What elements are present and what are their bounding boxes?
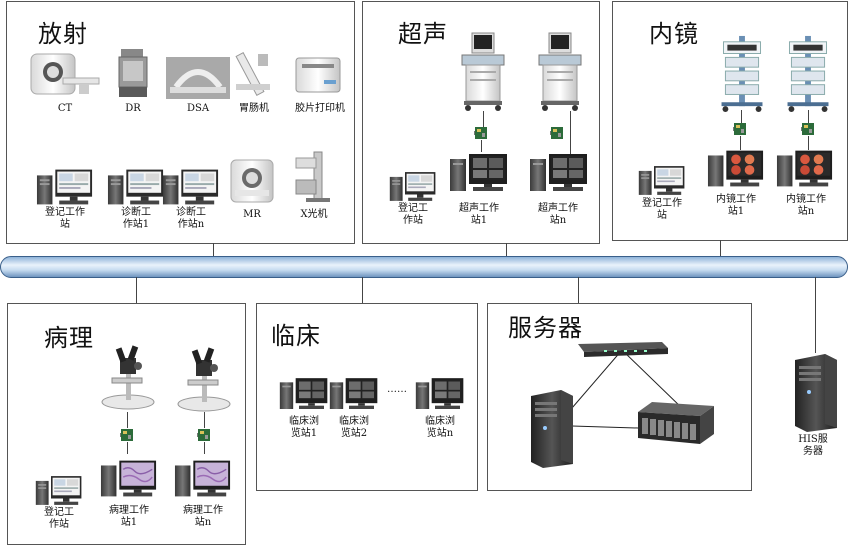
endoscope-cart-n-icon (783, 34, 833, 112)
endoscopy-capture-card-n-icon (801, 122, 815, 136)
gastrointestinal-machine-icon (235, 52, 270, 96)
ct-scanner-icon (30, 53, 100, 95)
endoscopy-workstation-n-icon (776, 148, 834, 190)
clinical-title: 临床 (271, 322, 321, 350)
ultrasound-register-label: 登记工 作站 (398, 203, 428, 226)
clinical-ellipsis: …… (387, 384, 407, 395)
ct-label: CT (57, 103, 73, 114)
pathology-title: 病理 (44, 324, 94, 352)
endoscope-cart-1-icon (717, 34, 767, 112)
mr-scanner-icon (230, 159, 274, 203)
ultrasound-register-workstation-icon (389, 170, 437, 203)
pathology-register-label: 登记工 作站 (44, 507, 74, 530)
ultrasound-capture-card-n-icon (550, 126, 564, 140)
clinical-browser-1-icon (279, 376, 329, 412)
pathology-register-workstation-icon (35, 474, 83, 507)
endoscopy-register-workstation-icon (638, 164, 686, 197)
xray-label: X光机 (300, 209, 328, 220)
pathology-workstation-n-label: 病理工作 站n (183, 505, 223, 528)
dsa-label: DSA (186, 103, 210, 114)
radiology-panel: 放射 CT DR DSA 胃肠机 胶片打印机 登记工作 站 诊断工 作站1 诊断… (6, 1, 355, 244)
endoscopy-title: 内镜 (649, 20, 699, 48)
clinical-browser-1-label: 临床浏 览站1 (289, 416, 319, 439)
ultrasound-workstation-n-icon (529, 152, 589, 194)
database-server-icon (524, 388, 576, 468)
dr-machine-icon (118, 49, 148, 97)
ultrasound-workstation-1-label: 超声工作 站1 (459, 203, 499, 226)
gastrointestinal-label: 胃肠机 (239, 103, 269, 114)
clinical-browser-2-icon (329, 376, 379, 412)
clinical-browser-2-label: 临床浏 览站2 (339, 416, 369, 439)
clinical-browser-n-icon (415, 376, 465, 412)
endoscopy-panel: 内镜 登记工作 站 内镜工作 站1 内镜工作 站n (612, 1, 848, 241)
server-title: 服务器 (508, 314, 583, 342)
diagnosis-workstation-1-icon (107, 167, 165, 207)
microscope-n-icon (174, 344, 234, 414)
microscope-1-icon (98, 342, 158, 412)
pathology-capture-card-1-icon (120, 428, 134, 442)
pathology-workstation-1-label: 病理工作 站1 (109, 505, 149, 528)
pathology-panel: 病理 登记工 作站 病理工作 站1 病理工作 站n (7, 303, 246, 545)
mr-label: MR (243, 209, 261, 220)
xray-machine-icon (295, 151, 330, 202)
pathology-workstation-n-icon (174, 458, 232, 500)
his-server-label: HIS服 务器 (798, 434, 828, 457)
film-printer-label: 胶片打印机 (295, 103, 345, 114)
diagnosis-workstation-n-label: 诊断工 作站n (176, 207, 206, 230)
his-server-icon (788, 352, 840, 432)
endoscopy-workstation-1-label: 内镜工作 站1 (716, 194, 756, 217)
ultrasound-capture-card-1-icon (474, 126, 488, 140)
diagnosis-workstation-n-icon (162, 167, 220, 207)
ultrasound-workstation-1-icon (449, 152, 509, 194)
endoscopy-capture-card-1-icon (733, 122, 747, 136)
dsa-machine-icon (166, 57, 230, 99)
film-printer-icon (295, 57, 341, 93)
radiology-title: 放射 (38, 20, 88, 48)
dr-label: DR (125, 103, 141, 114)
storage-array-icon (638, 402, 714, 444)
radiology-register-label: 登记工作 站 (45, 207, 85, 230)
pathology-workstation-1-icon (100, 458, 158, 500)
ultrasound-machine-1-icon (458, 30, 508, 112)
endoscopy-workstation-n-label: 内镜工作 站n (786, 194, 826, 217)
ultrasound-panel: 超声 登记工 作站 超声工作 站1 超声工作 站n (362, 1, 600, 244)
ultrasound-machine-n-icon (535, 30, 585, 112)
diagnosis-workstation-1-label: 诊断工 作站1 (121, 207, 151, 230)
network-bus (0, 256, 848, 278)
endoscopy-workstation-1-icon (707, 148, 765, 190)
ultrasound-workstation-n-label: 超声工作 站n (538, 203, 578, 226)
server-panel: 服务器 (487, 303, 752, 491)
clinical-panel: 临床 临床浏 览站1 临床浏 览站2 …… 临床浏 览站n (256, 303, 478, 491)
endoscopy-register-label: 登记工作 站 (642, 198, 682, 221)
network-switch-icon (578, 342, 668, 357)
radiology-register-workstation-icon (36, 167, 94, 207)
clinical-browser-n-label: 临床浏 览站n (425, 416, 455, 439)
server-topology (571, 349, 685, 429)
pathology-capture-card-n-icon (197, 428, 211, 442)
ultrasound-title: 超声 (398, 20, 448, 48)
